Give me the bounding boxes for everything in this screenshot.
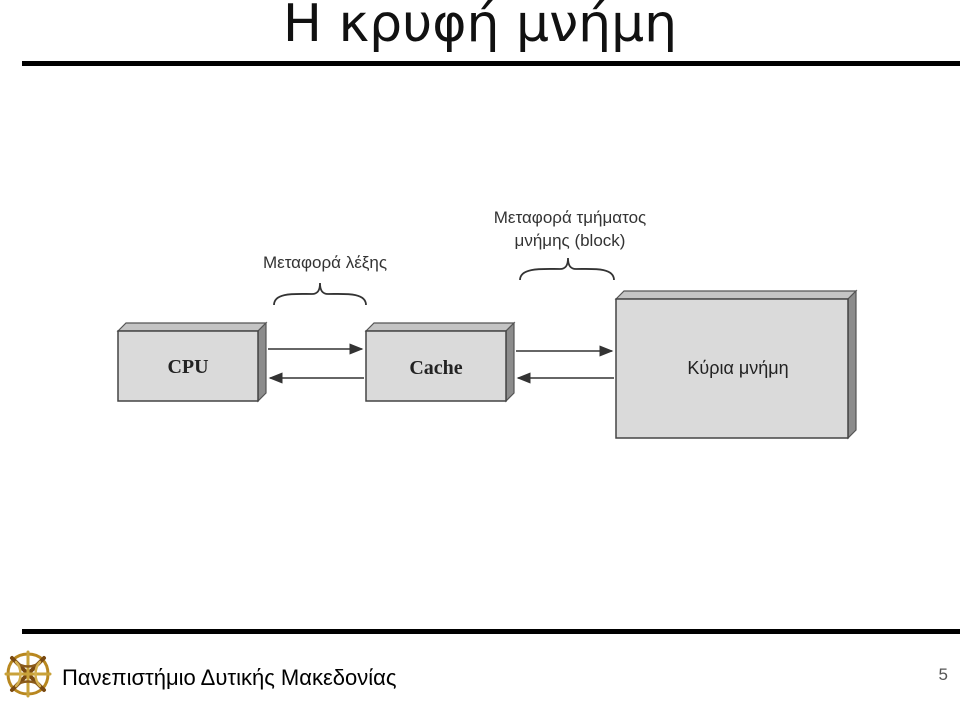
main-memory-box: Κύρια μνήμη bbox=[614, 289, 858, 440]
main-memory-label: Κύρια μνήμη bbox=[687, 358, 788, 378]
block-transfer-label-line2: μνήμης (block) bbox=[515, 231, 626, 250]
cpu-label: CPU bbox=[167, 356, 208, 378]
university-logo-icon bbox=[4, 650, 52, 698]
page-title: Η κρυφή μνήμη bbox=[282, 0, 678, 54]
cache-box: Cache bbox=[364, 321, 516, 403]
institution-name: Πανεπιστήμιο Δυτικής Μακεδονίας bbox=[62, 665, 397, 690]
word-transfer-label: Μεταφορά λέξης bbox=[263, 253, 387, 272]
block-transfer-brace bbox=[519, 257, 615, 281]
page-number: 5 bbox=[938, 665, 948, 684]
footer-divider bbox=[22, 629, 960, 634]
block-transfer-label-line1: Μεταφορά τμήματος bbox=[494, 208, 646, 227]
title-divider bbox=[22, 61, 960, 66]
cache-label: Cache bbox=[409, 357, 462, 379]
cpu-box: CPU bbox=[116, 321, 268, 403]
word-transfer-brace bbox=[273, 282, 367, 306]
